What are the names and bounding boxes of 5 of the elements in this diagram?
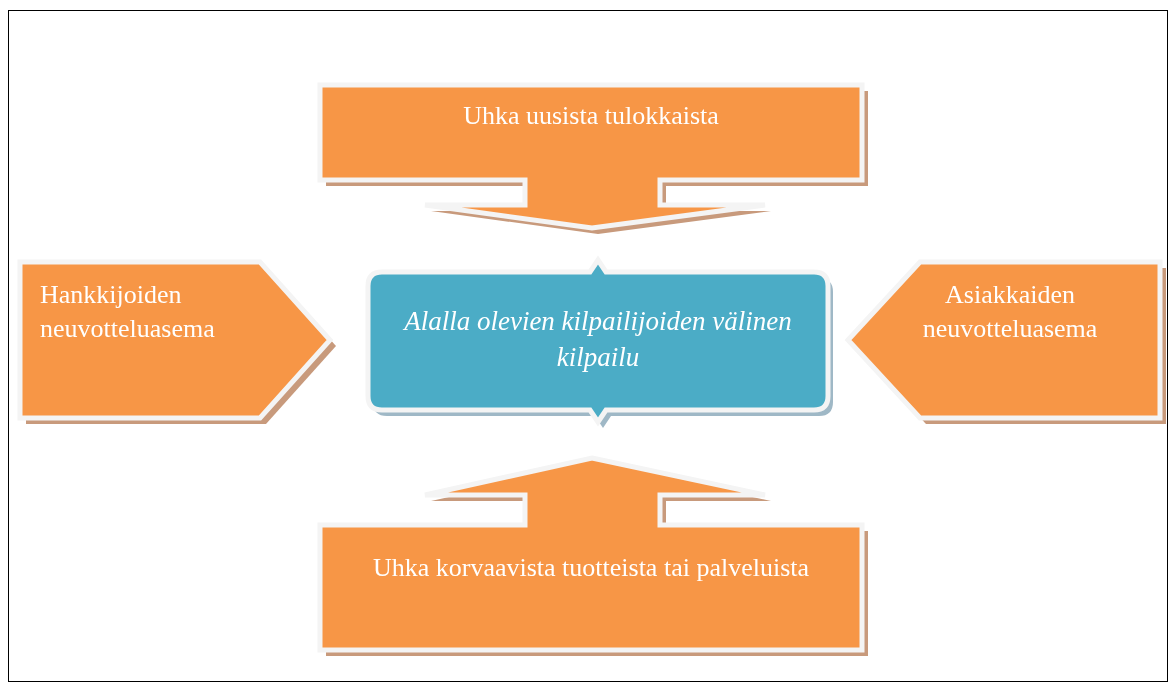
node-label: Uhka uusista tulokkaista [463,99,719,132]
node-label: Alalla olevien kilpailijoiden välinen kilpailu [402,305,793,374]
node-label: Uhka korvaavista tuotteista tai palveluista [372,551,810,584]
node-label: Asiakkaiden neuvotteluasema [921,278,1099,345]
node-label: Hankkijoiden neuvotteluasema [40,278,216,345]
